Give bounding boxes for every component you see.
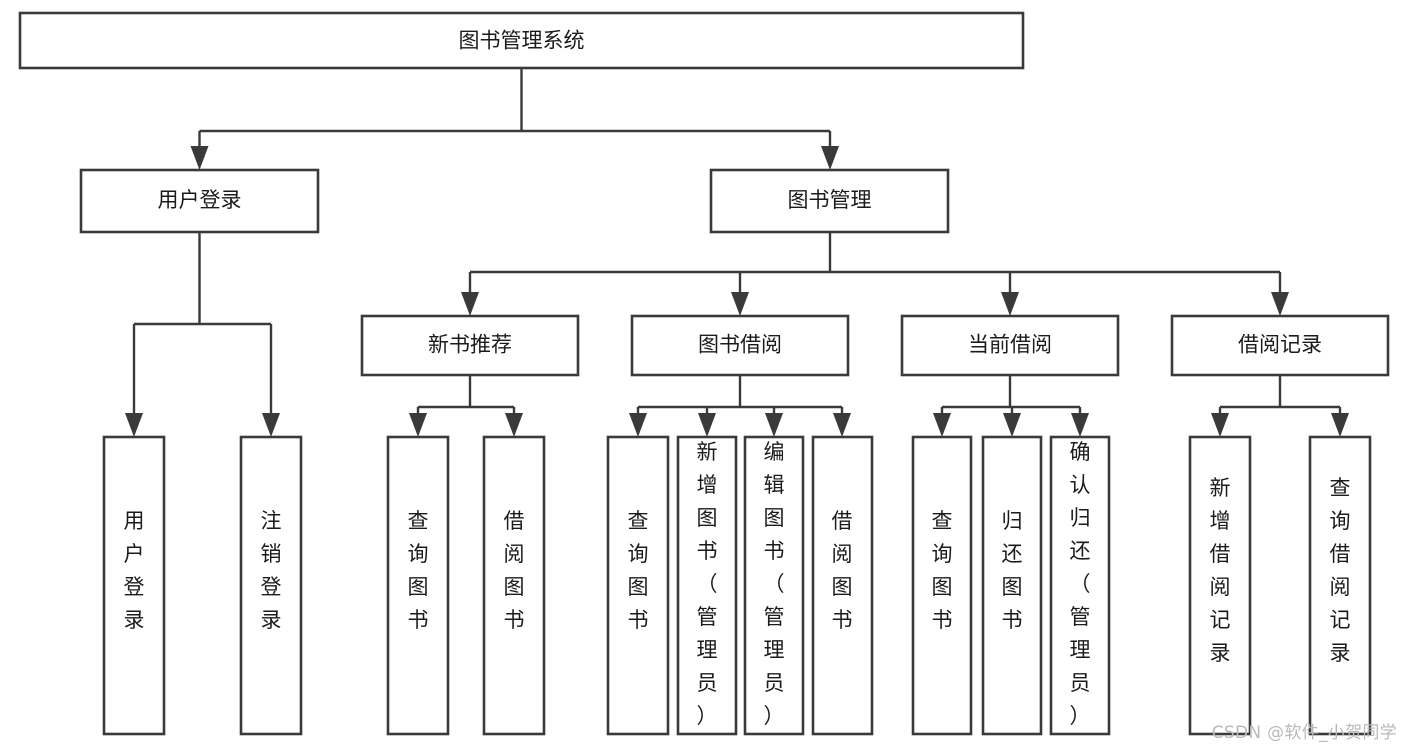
leaf-borrow-book-recommend-label: 借阅图书 — [504, 509, 525, 632]
leaf-logout-label: 注销登录 — [261, 509, 282, 632]
leaf-add-book-admin[interactable]: 新增图书（管理员） — [676, 435, 738, 736]
node-user-login-box[interactable] — [79, 168, 320, 234]
node-book-borrow-box[interactable] — [630, 314, 850, 377]
arrowhead-login-leaf1 — [125, 413, 143, 437]
leaf-query-book-borrow[interactable]: 查询图书 — [606, 435, 670, 736]
leaf-user-login-label: 用户登录 — [124, 509, 145, 632]
leaf-logout-box[interactable] — [239, 435, 303, 736]
leaf-user-login-box[interactable] — [102, 435, 166, 736]
leaf-borrow-book-recommend[interactable]: 借阅图书 — [482, 435, 546, 736]
leaf-logout[interactable]: 注销登录 — [239, 435, 303, 736]
leaf-edit-book-admin-box[interactable] — [743, 435, 805, 736]
leaf-query-borrow-record[interactable]: 查询借阅记录 — [1308, 435, 1372, 736]
arrowhead-record — [1271, 292, 1289, 316]
leaf-add-book-admin-box[interactable] — [676, 435, 738, 736]
leaf-layer: 用户登录 注销登录 查询图书 借阅图书 查询图书 新 — [102, 435, 1372, 736]
node-book-management-label: 图书管理 — [788, 188, 872, 212]
node-borrow-record-box[interactable] — [1170, 314, 1390, 377]
node-new-book-recommend-box[interactable] — [360, 314, 580, 377]
arrowhead-books — [821, 146, 839, 170]
arrowhead-newbook — [461, 292, 479, 316]
node-borrow-record-label: 借阅记录 — [1238, 333, 1322, 357]
arrowhead-record-l2 — [1331, 413, 1349, 437]
leaf-query-book-borrow-box[interactable] — [606, 435, 670, 736]
node-current-borrow-label: 当前借阅 — [968, 333, 1052, 357]
arrowhead-login-leaf2 — [262, 413, 280, 437]
node-root-label: 图书管理系统 — [459, 29, 585, 53]
leaf-borrow-book[interactable]: 借阅图书 — [811, 435, 874, 736]
leaf-edit-book-admin[interactable]: 编辑图书（管理员） — [743, 435, 805, 736]
arrowhead-borrow-l4 — [833, 413, 851, 437]
leaf-confirm-return-admin[interactable]: 确认归还（管理员） — [1049, 435, 1111, 736]
arrowhead-borrow-l2 — [698, 413, 716, 437]
leaf-query-book-current[interactable]: 查询图书 — [911, 435, 973, 736]
node-book-borrow[interactable]: 图书借阅 — [630, 314, 850, 377]
leaf-user-login[interactable]: 用户登录 — [102, 435, 166, 736]
leaf-add-borrow-record[interactable]: 新增借阅记录 — [1188, 435, 1252, 736]
leaf-confirm-return-admin-box[interactable] — [1049, 435, 1111, 736]
leaf-return-book[interactable]: 归还图书 — [981, 435, 1043, 736]
leaf-return-book-label: 归还图书 — [1002, 509, 1023, 632]
node-book-borrow-label: 图书借阅 — [698, 333, 782, 357]
leaf-query-borrow-record-box[interactable] — [1308, 435, 1372, 736]
arrowhead-current-l3 — [1071, 413, 1089, 437]
arrowhead-borrow-l1 — [629, 413, 647, 437]
arrowhead-current-l1 — [933, 413, 951, 437]
leaf-add-borrow-record-label: 新增借阅记录 — [1210, 476, 1231, 665]
leaf-return-book-box[interactable] — [981, 435, 1043, 736]
arrowhead-borrow — [731, 292, 749, 316]
arrowhead-current-l2 — [1003, 413, 1021, 437]
leaf-edit-book-admin-label: 编辑图书（管理员） — [764, 440, 785, 728]
leaf-borrow-book-label: 借阅图书 — [832, 509, 853, 632]
arrowhead-login — [190, 146, 209, 170]
arrowhead-current — [1001, 292, 1019, 316]
node-current-borrow[interactable]: 当前借阅 — [900, 314, 1120, 377]
leaf-borrow-book-box[interactable] — [811, 435, 874, 736]
node-user-login[interactable]: 用户登录 — [79, 168, 320, 234]
node-root-box[interactable] — [18, 11, 1025, 70]
node-new-book-recommend[interactable]: 新书推荐 — [360, 314, 580, 377]
leaf-query-book-current-box[interactable] — [911, 435, 973, 736]
connector-layer — [125, 68, 1349, 437]
node-borrow-record[interactable]: 借阅记录 — [1170, 314, 1390, 377]
leaf-query-book-recommend[interactable]: 查询图书 — [386, 435, 450, 736]
node-root[interactable]: 图书管理系统 — [18, 11, 1025, 70]
leaf-borrow-book-recommend-box[interactable] — [482, 435, 546, 736]
leaf-query-book-current-label: 查询图书 — [932, 509, 953, 632]
leaf-confirm-return-admin-label: 确认归还（管理员） — [1070, 440, 1091, 728]
leaf-query-borrow-record-label: 查询借阅记录 — [1330, 476, 1351, 665]
arrowhead-record-l1 — [1211, 413, 1229, 437]
arrowhead-newbook-l2 — [505, 413, 523, 437]
node-user-login-label: 用户登录 — [158, 188, 242, 212]
arrowhead-newbook-l1 — [409, 413, 427, 437]
leaf-add-borrow-record-box[interactable] — [1188, 435, 1252, 736]
arrowhead-borrow-l3 — [765, 413, 783, 437]
leaf-query-book-borrow-label: 查询图书 — [628, 509, 649, 632]
node-new-book-recommend-label: 新书推荐 — [428, 333, 512, 357]
leaf-query-book-recommend-box[interactable] — [386, 435, 450, 736]
node-current-borrow-box[interactable] — [900, 314, 1120, 377]
leaf-query-book-recommend-label: 查询图书 — [408, 509, 429, 632]
leaf-add-book-admin-label: 新增图书（管理员） — [697, 440, 718, 728]
node-book-management[interactable]: 图书管理 — [709, 168, 950, 234]
node-book-management-box[interactable] — [709, 168, 950, 234]
